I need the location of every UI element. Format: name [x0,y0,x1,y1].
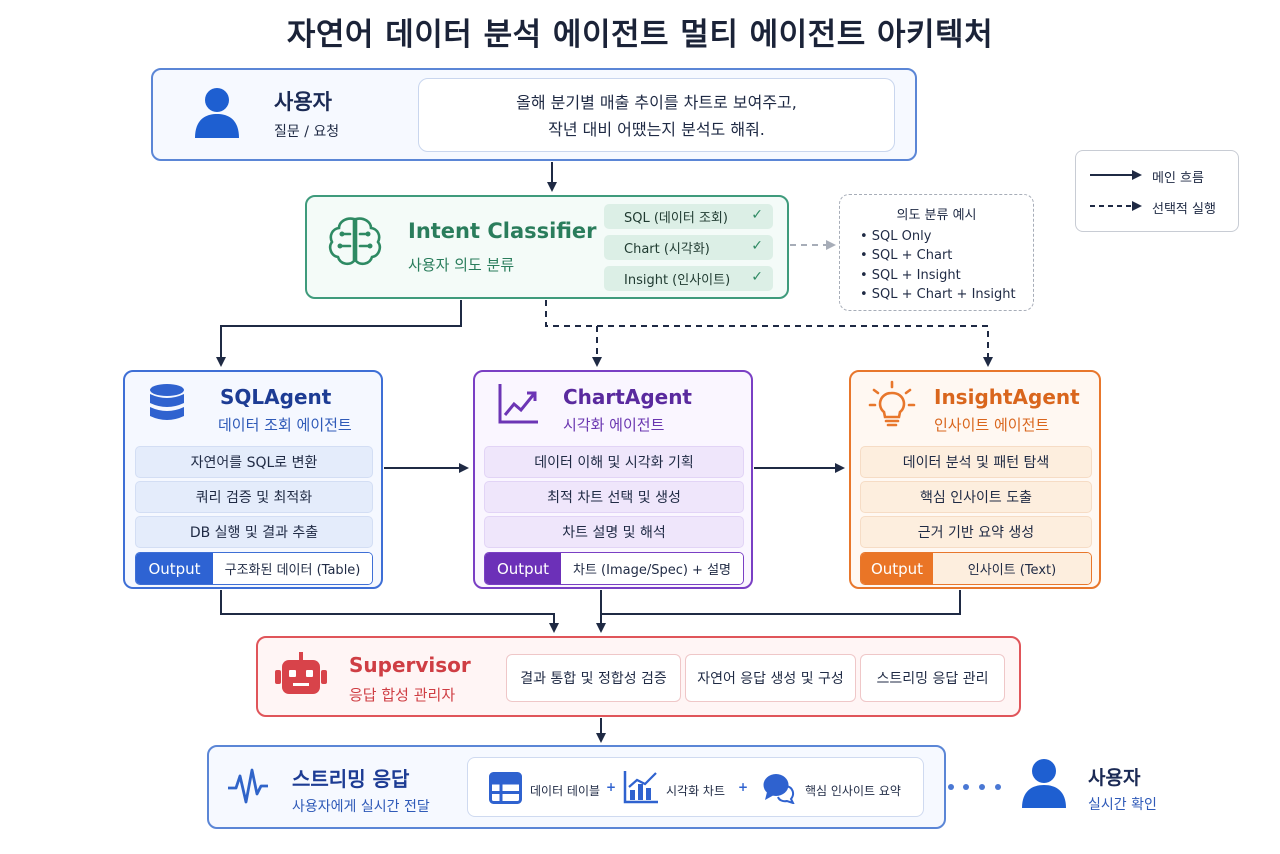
legend [1075,150,1239,232]
user-message-line1: 올해 분기별 매출 추이를 차트로 보여주고, [516,93,797,112]
sql-agent-name: SQLAgent [220,385,332,409]
supervisor-task: 스트리밍 응답 관리 [860,654,1005,702]
arrow-sql-to-supervisor [220,590,559,633]
waveform-icon [228,768,268,804]
insight-step: 근거 기반 요약 생성 [860,516,1092,548]
table-icon [489,772,522,804]
legend-main-flow: 메인 흐름 [1152,171,1204,186]
line-chart-icon [498,384,538,424]
legend-optional: 선택적 실행 [1152,202,1216,217]
stream-item-table: 데이터 테이블 [530,784,601,798]
chart-step: 최적 차트 선택 및 생성 [484,481,744,513]
intent-option-insight: Insight (인사이트)✓ [604,266,773,291]
arrow-intent-to-chart [460,300,597,365]
examples-title: 의도 분류 예시 [896,208,977,223]
legend-arrows-icon [1090,170,1142,211]
example-item: • SQL + Chart [860,248,953,263]
final-user-name: 사용자 [1088,767,1141,789]
intent-option-sql: SQL (데이터 조회)✓ [604,204,773,229]
user-message-line2: 작년 대비 어땠는지 분석도 해줘. [548,120,765,139]
supervisor-task: 결과 통합 및 정합성 검증 [506,654,681,702]
sql-step: DB 실행 및 결과 추출 [135,516,373,548]
final-user-sub: 실시간 확인 [1088,797,1157,813]
supervisor-name: Supervisor [349,653,471,677]
chart-agent-name: ChartAgent [563,385,692,409]
insight-agent-sub: 인사이트 에이전트 [934,416,1050,434]
user-sub: 질문 / 요청 [274,124,340,140]
chart-agent-sub: 시각화 에이전트 [563,416,665,434]
check-icon: ✓ [751,238,763,254]
insight-step: 핵심 인사이트 도출 [860,481,1092,513]
insight-agent-name: InsightAgent [934,385,1080,409]
example-item: • SQL Only [860,229,932,244]
plus-icon: + [738,780,749,794]
arrow-intent-to-sql [216,300,462,367]
chart-step: 데이터 이해 및 시각화 기획 [484,446,744,478]
sql-step: 자연어를 SQL로 변환 [135,446,373,478]
chat-bubble-icon [763,774,795,804]
sql-step: 쿼리 검증 및 최적화 [135,481,373,513]
supervisor-task: 자연어 응답 생성 및 구성 [685,654,856,702]
intent-examples-box: 의도 분류 예시 • SQL Only • SQL + Chart • SQL … [839,194,1034,311]
check-icon: ✓ [751,269,763,285]
output-label: Output [485,553,561,584]
intent-sub: 사용자 의도 분류 [408,256,515,274]
example-item: • SQL + Chart + Insight [860,287,1016,302]
user-name: 사용자 [274,90,332,114]
page-title: 자연어 데이터 분석 에이전트 멀티 에이전트 아키텍처 [286,16,994,53]
sql-output: Output 구조화된 데이터 (Table) [135,552,373,585]
insight-output: Output 인사이트 (Text) [860,552,1092,585]
user-icon [1022,759,1066,808]
check-icon: ✓ [751,207,763,223]
arrow-insight-to-supervisor [601,590,961,615]
chart-output: Output 차트 (Image/Spec) + 설명 [484,552,744,585]
example-item: • SQL + Insight [860,268,961,283]
output-value: 인사이트 (Text) [933,553,1091,584]
stream-item-chart: 시각화 차트 [666,784,726,798]
user-message-bubble: 올해 분기별 매출 추이를 차트로 보여주고, 작년 대비 어땠는지 분석도 해… [418,78,895,152]
output-value: 구조화된 데이터 (Table) [213,553,372,584]
output-label: Output [136,553,213,584]
user-icon [195,88,239,138]
sql-agent-sub: 데이터 조회 에이전트 [218,416,352,434]
stream-to-user-dots [948,784,1001,790]
stream-output-panel [467,757,924,817]
database-icon [150,384,184,420]
stream-sub: 사용자에게 실시간 전달 [292,799,430,815]
chart-step: 차트 설명 및 해석 [484,516,744,548]
bar-chart-icon [623,771,658,804]
output-label: Output [861,553,933,584]
stream-name: 스트리밍 응답 [292,767,410,791]
intent-name: Intent Classifier [408,219,597,243]
stream-item-insight: 핵심 인사이트 요약 [805,784,901,798]
arrow-intent-to-insight [597,325,993,367]
supervisor-sub: 응답 합성 관리자 [349,686,456,704]
insight-step: 데이터 분석 및 패턴 탐색 [860,446,1092,478]
intent-option-chart: Chart (시각화)✓ [604,235,773,260]
plus-icon: + [606,780,617,794]
robot-icon [275,652,327,694]
lightbulb-icon [868,380,916,427]
output-value: 차트 (Image/Spec) + 설명 [561,553,743,584]
brain-icon [328,217,382,266]
